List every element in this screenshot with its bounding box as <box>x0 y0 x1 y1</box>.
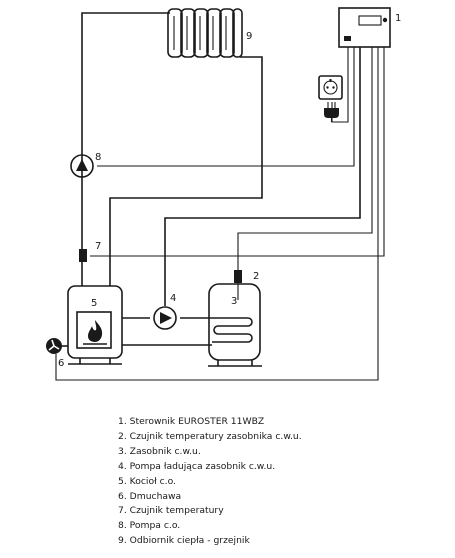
blower <box>46 338 68 354</box>
temp-sensor <box>79 249 87 262</box>
ch-pipes <box>81 12 361 346</box>
legend-item: 1. Sterownik EUROSTER 11WBZ <box>118 416 265 427</box>
legend-item: 8. Pompa c.o. <box>118 520 181 532</box>
legend-item: 2. Czujnik temperatury zasobnika c.w.u. <box>118 430 302 442</box>
callout-temp-sensor: 7 <box>95 241 101 252</box>
power-plug-icon <box>324 102 339 122</box>
dhw-sensor <box>234 270 242 283</box>
loading-pump <box>153 306 177 330</box>
controller-cables <box>55 47 385 381</box>
legend-item: 6. Dmuchawa <box>118 490 182 502</box>
legend-item: 4. Pompa ładująca zasobnik c.w.u. <box>118 460 276 472</box>
callout-controller: 1 <box>395 13 401 24</box>
callout-boiler: 5 <box>91 298 97 309</box>
callout-dhw-tank: 3 <box>231 296 237 307</box>
callout-blower: 6 <box>58 358 64 369</box>
radiator <box>167 8 243 58</box>
power-socket-icon <box>318 75 343 100</box>
legend-item: 7. Czujnik temperatury <box>118 505 224 517</box>
ch-pump <box>70 154 94 178</box>
callout-ch-pump: 8 <box>95 152 101 163</box>
legend-item: 3. Zasobnik c.w.u. <box>118 445 201 457</box>
callout-dhw-sensor: 2 <box>253 271 259 282</box>
dhw-tank <box>208 283 262 367</box>
callout-radiator: 9 <box>246 31 252 42</box>
legend-item: 5. Kocioł c.o. <box>118 475 176 487</box>
legend-item: 9. Odbiornik ciepła - grzejnik <box>118 535 250 547</box>
legend-list: 1. Sterownik EUROSTER 11WBZ 2. Czujnik t… <box>118 415 302 549</box>
boiler <box>67 285 123 365</box>
controller <box>338 7 391 48</box>
callout-loading-pump: 4 <box>170 293 176 304</box>
heating-system-diagram: 9 1 8 7 5 <box>46 7 401 381</box>
